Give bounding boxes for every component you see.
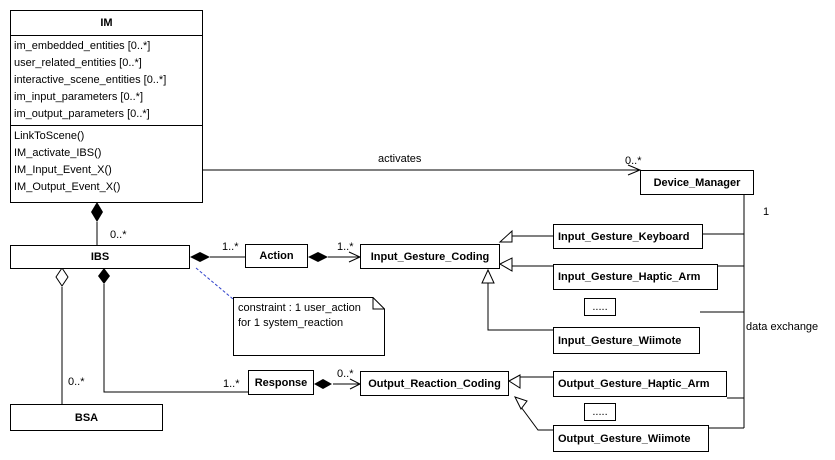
input-gesture-keyboard-class[interactable]: Input_Gesture_Keyboard [553,224,703,249]
ibs-response-multiplicity: 1..* [223,378,240,390]
input-gesture-coding-class[interactable]: Input_Gesture_Coding [360,244,500,269]
ibs-bsa-multiplicity: 0..* [68,376,85,388]
output-reaction-coding-class[interactable]: Output_Reaction_Coding [360,371,509,396]
wiimote-input-generalization-triangle [481,268,495,284]
bsa-class[interactable]: BSA [10,404,163,431]
action-igc-multiplicity: 1..* [337,241,354,253]
activates-label: activates [378,153,422,165]
action-class[interactable]: Action [245,244,308,268]
data-exchange-label: data exchange [746,321,819,334]
im-attribute: im_input_parameters [0..*] [14,91,144,103]
im-operations: LinkToScene() IM_activate_IBS() IM_Input… [11,125,202,198]
haptic-input-generalization-triangle [498,257,513,272]
keyboard-generalization-triangle [498,229,513,243]
im-attributes: im_embedded_entities [0..*] user_related… [11,35,202,125]
im-operation: IM_Output_Event_X() [14,181,121,193]
im-composition-diamond [91,202,103,222]
im-operation: LinkToScene() [14,130,85,142]
response-orc-diamond [314,379,332,389]
im-operation: IM_Input_Event_X() [14,164,112,176]
note-anchor-line [195,267,234,300]
response-orc-multiplicity: 0..* [337,368,354,380]
output-gesture-wiimote-class[interactable]: Output_Gesture_Wiimote [553,425,709,452]
wiimote-output-generalization-triangle [514,396,528,410]
activates-multiplicity: 0..* [625,155,642,167]
ibs-action-multiplicity: 1..* [222,241,239,253]
ibs-action-diamond [190,252,210,262]
im-ibs-multiplicity: 0..* [110,229,127,241]
input-gesture-more-box: ..... [584,298,616,316]
wiimote-input-generalization [487,283,553,331]
im-operation: IM_activate_IBS() [14,147,102,159]
im-attribute: interactive_scene_entities [0..*] [14,74,167,86]
output-gesture-haptic-arm-class[interactable]: Output_Gesture_Haptic_Arm [553,371,727,397]
ibs-response-diamond [98,268,110,284]
im-attribute: im_embedded_entities [0..*] [14,40,151,52]
constraint-line-2: for 1 system_reaction [238,317,344,329]
haptic-output-generalization-triangle [508,374,521,389]
wiimote-output-generalization [520,406,553,431]
note-outline [233,297,385,356]
output-gesture-more-box: ..... [584,403,616,421]
action-igc-diamond [308,252,328,262]
ibs-response-association [103,284,248,393]
ibs-bsa-aggregation-diamond [55,267,69,287]
constraint-line-1: constraint : 1 user_action [238,302,361,314]
constraint-note[interactable]: constraint : 1 user_action for 1 system_… [233,297,385,356]
device-manager-multiplicity: 1 [763,206,770,218]
im-class[interactable]: IM im_embedded_entities [0..*] user_rela… [10,10,203,203]
im-class-name: IM [100,17,113,29]
im-attribute: user_related_entities [0..*] [14,57,142,69]
device-manager-class[interactable]: Device_Manager [640,170,754,195]
constraint-note-text: constraint : 1 user_action for 1 system_… [238,301,378,331]
input-gesture-wiimote-class[interactable]: Input_Gesture_Wiimote [553,327,700,354]
im-attribute: im_output_parameters [0..*] [14,108,150,120]
input-gesture-haptic-arm-class[interactable]: Input_Gesture_Haptic_Arm [553,264,718,290]
ibs-class[interactable]: IBS [10,245,190,269]
response-class[interactable]: Response [248,370,314,395]
